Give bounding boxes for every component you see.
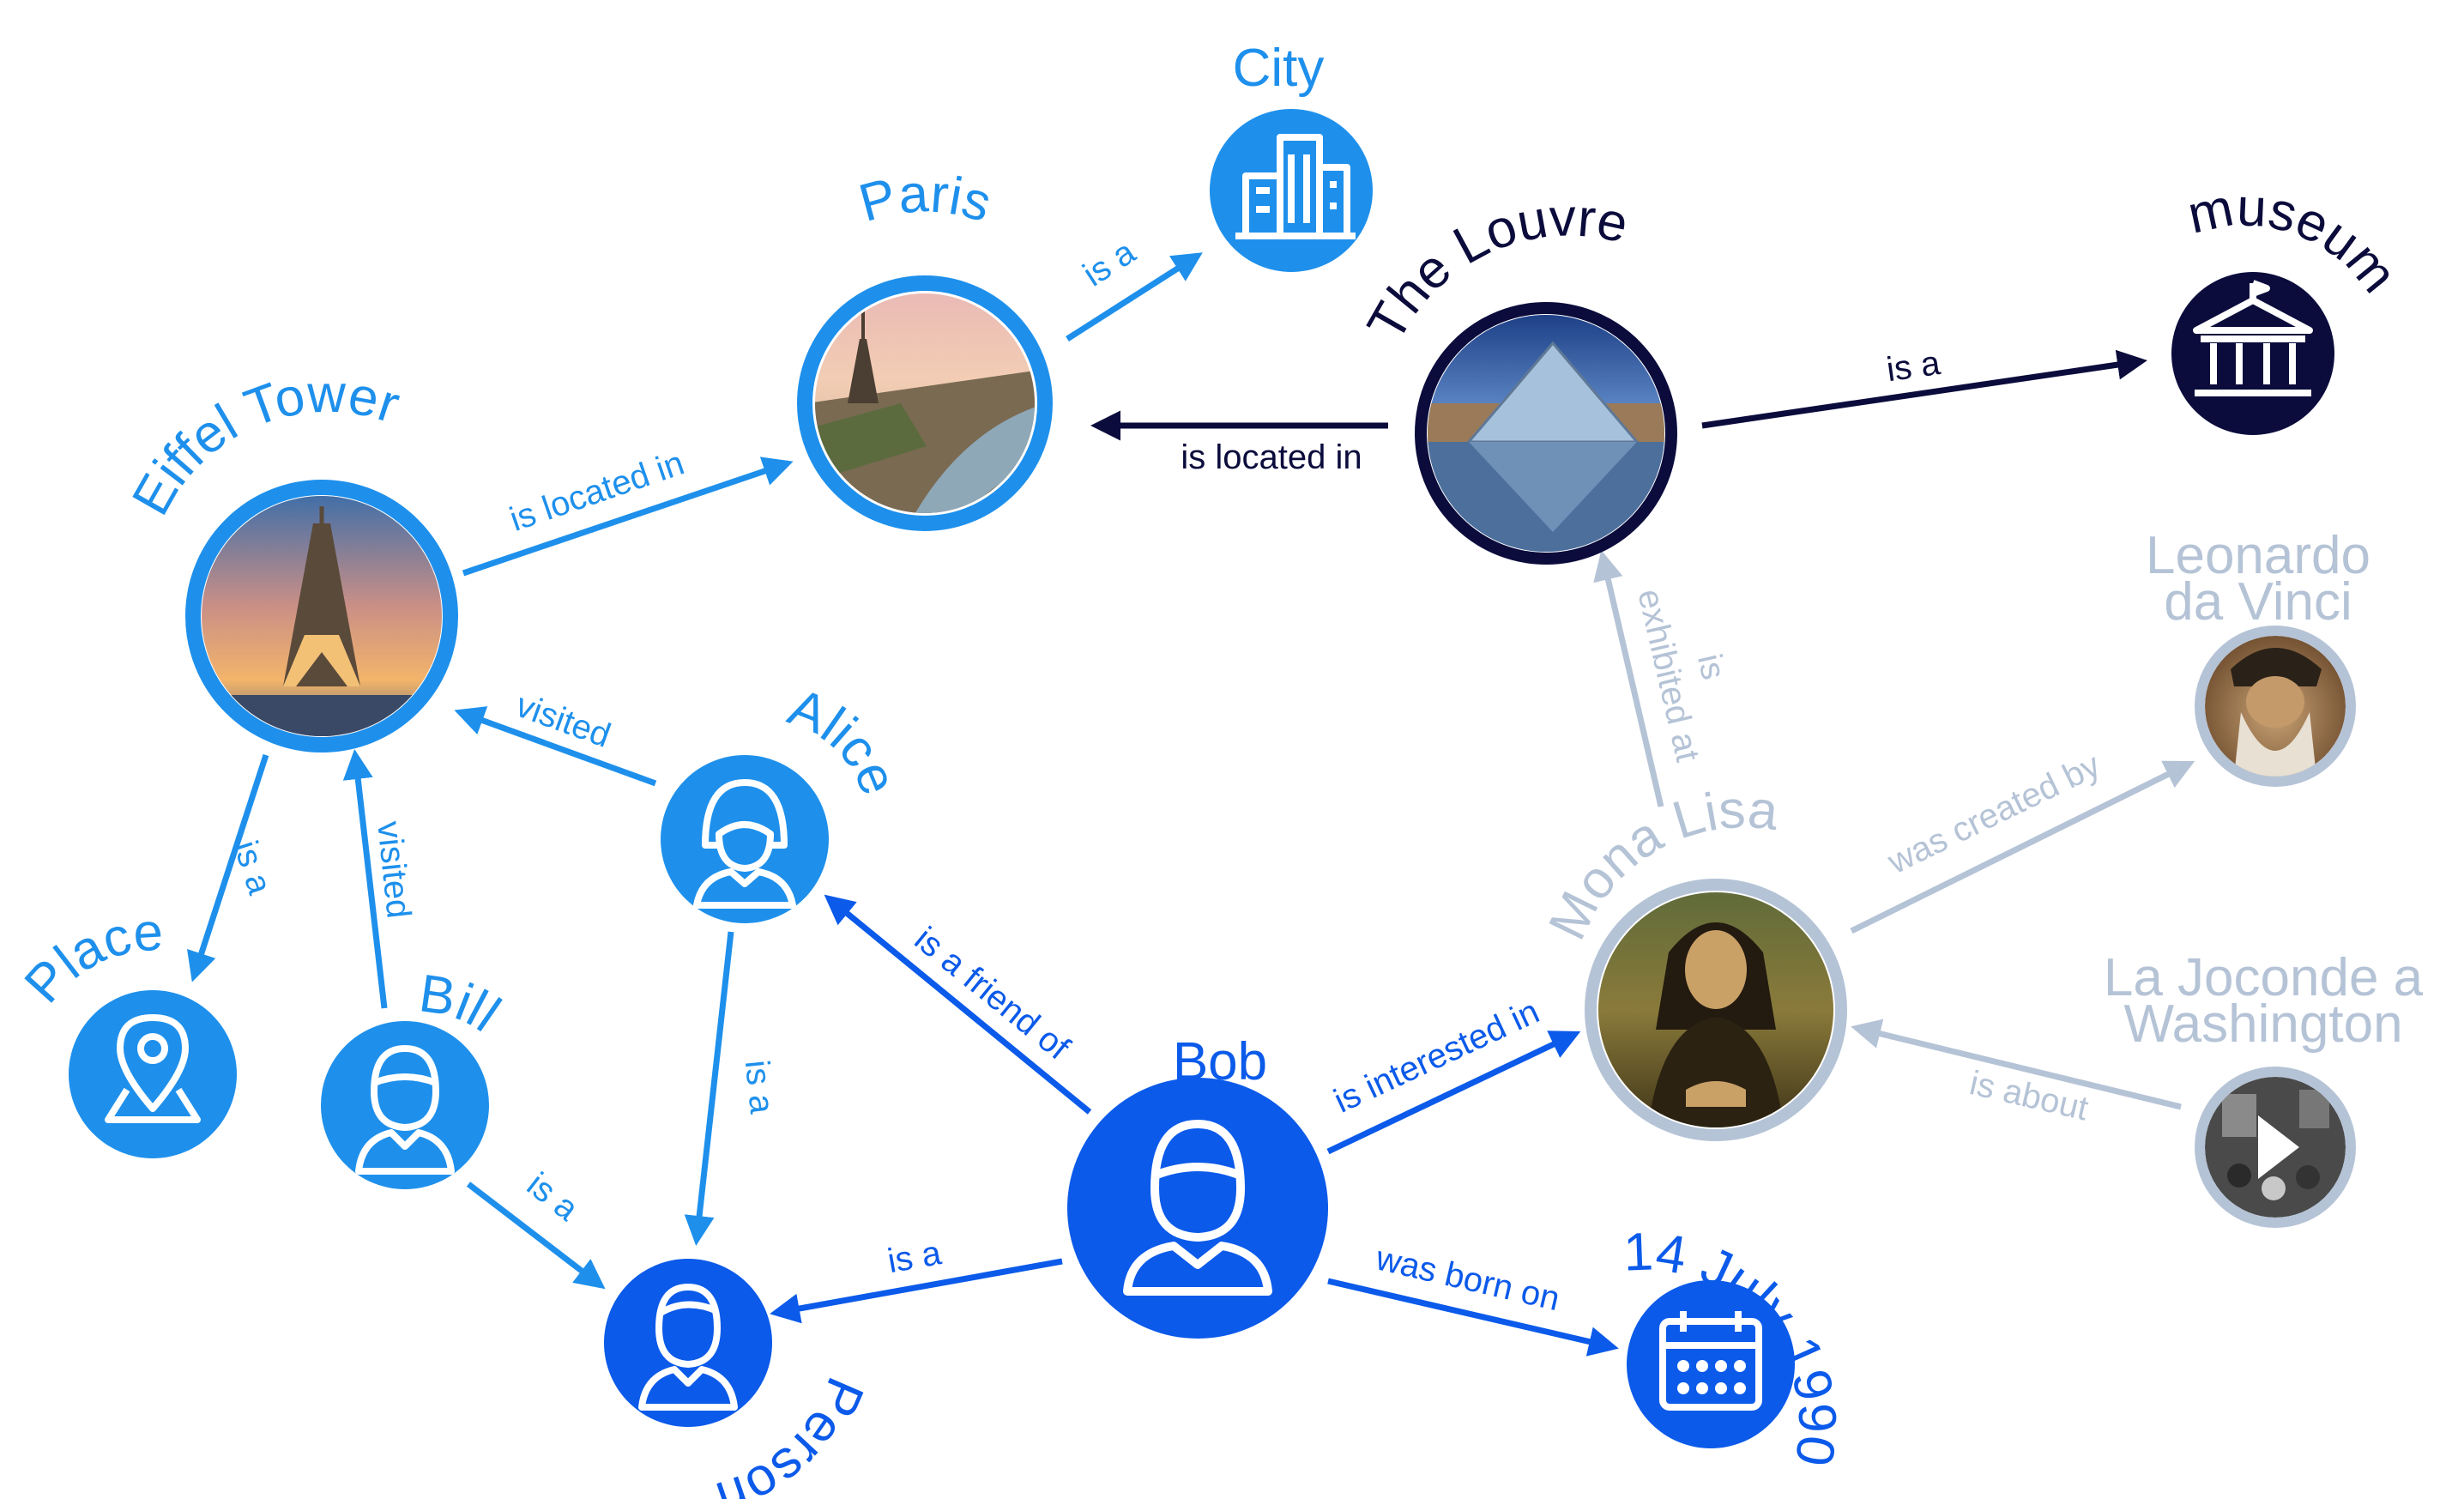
louvre-pyramid-photo (1428, 315, 1664, 552)
edge-label-bob-date: was born on (1372, 1239, 1563, 1318)
edge-label-bill-person: is a (520, 1165, 586, 1228)
node-label-leonardo-1: Leonardo (2146, 526, 2370, 585)
edge-label-monalisa-louvre-1: is (1690, 650, 1732, 683)
edge-label-louvre-paris: is located in (1181, 438, 1362, 476)
node-bill[interactable] (321, 1021, 489, 1189)
node-label-paris: Paris (853, 164, 998, 233)
woman-avatar-icon (693, 779, 796, 909)
edge-monalisa-louvre (1593, 550, 1664, 807)
node-paris[interactable] (797, 275, 1053, 531)
edge-bob-alice (824, 894, 1092, 1115)
node-leonardo[interactable] (2195, 626, 2356, 787)
edge-eiffel-place (187, 753, 269, 982)
person-avatar-icon (638, 1284, 738, 1411)
edge-label-eiffel-paris: is located in (505, 444, 689, 539)
video-play-icon[interactable] (2258, 1115, 2299, 1179)
man-avatar-icon (1123, 1120, 1272, 1296)
node-joconde[interactable] (2195, 1067, 2356, 1228)
edge-paris-city (1066, 252, 1203, 342)
node-bob[interactable] (1067, 1078, 1328, 1339)
node-monalisa[interactable] (1585, 879, 1847, 1141)
node-label-city: City (1233, 39, 1325, 98)
node-label-leonardo-2: da Vinci (2164, 572, 2352, 632)
node-louvre[interactable] (1415, 302, 1677, 565)
edges (187, 252, 2195, 1357)
edge-bob-monalisa (1326, 1031, 1581, 1155)
edge-label-bill-eiffel: visited (370, 819, 418, 920)
node-eiffel[interactable] (185, 480, 458, 753)
museum-icon (2193, 280, 2313, 396)
edge-label-bob-person: is a (885, 1234, 945, 1280)
edge-label-eiffel-place: is a (226, 837, 279, 900)
leonardo-portrait (2205, 636, 2346, 777)
paris-photo (815, 293, 1035, 513)
edge-eiffel-paris (462, 456, 794, 577)
mona-lisa-painting (1598, 892, 1833, 1127)
location-pin-icon (105, 1014, 201, 1123)
edge-louvre-museum (1701, 349, 2147, 429)
edge-label-louvre-museum: is a (1884, 344, 1943, 389)
edge-bob-date (1327, 1278, 1619, 1357)
node-city[interactable] (1210, 109, 1373, 272)
edge-joconde-monalisa (1851, 1018, 2182, 1110)
node-date[interactable] (1627, 1280, 1795, 1448)
edge-label-alice-eiffel: visited (511, 686, 616, 755)
edge-alice-eiffel (454, 706, 657, 787)
edge-label-alice-person: is a (738, 1058, 781, 1115)
city-buildings-icon (1235, 134, 1356, 239)
edge-label-paris-city: is a (1077, 233, 1143, 293)
node-alice[interactable] (661, 755, 829, 923)
edge-bob-person (770, 1258, 1063, 1324)
edge-alice-person (684, 931, 734, 1246)
node-label-joconde-2: Washington (2123, 994, 2402, 1054)
edge-bill-eiffel (342, 749, 388, 1009)
node-person[interactable] (604, 1259, 772, 1427)
node-museum[interactable] (2171, 272, 2334, 435)
calendar-icon (1659, 1311, 1762, 1411)
edge-label-bob-alice: is a friend of (908, 920, 1078, 1067)
man-avatar-icon (355, 1045, 455, 1175)
edge-label-joconde-monalisa: is about (1966, 1064, 2092, 1127)
node-place[interactable] (69, 990, 237, 1158)
edge-monalisa-leonardo (1850, 760, 2195, 934)
edge-bill-person (466, 1182, 606, 1290)
node-label-joconde-1: La Joconde a (2104, 948, 2424, 1007)
